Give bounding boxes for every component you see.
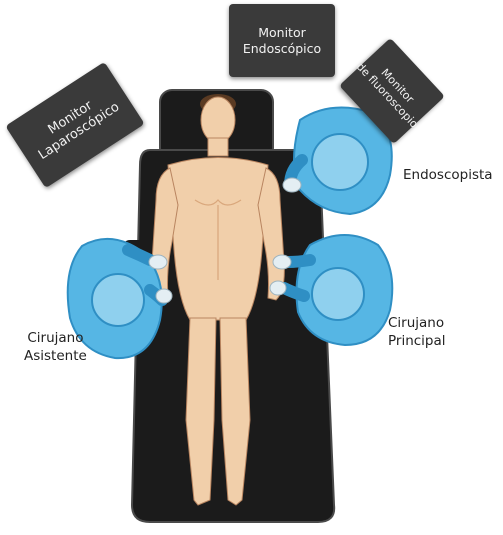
assistant-cap bbox=[91, 273, 145, 327]
patient-leg-left bbox=[185, 317, 217, 506]
patient-torso-lines bbox=[194, 199, 242, 280]
monitor-endoscopic-line2: Endoscópico bbox=[242, 40, 322, 56]
assistant-surgeon-figure bbox=[66, 237, 173, 360]
endoscopist-figure bbox=[282, 106, 393, 216]
principal-cap bbox=[311, 267, 365, 321]
label-endoscopist-text: Endoscopista bbox=[403, 167, 493, 183]
endoscopist-cap bbox=[311, 133, 369, 191]
assistant-glove-lower bbox=[155, 288, 173, 304]
patient-leg-right bbox=[219, 317, 251, 506]
patient-neck bbox=[207, 137, 229, 157]
label-endoscopist: Endoscopista bbox=[403, 167, 493, 185]
principal-surgeon-figure bbox=[269, 234, 394, 347]
endoscopist-glove bbox=[282, 177, 302, 193]
label-assistant-line1: Cirujano bbox=[27, 330, 84, 346]
label-principal-line1: Cirujano bbox=[388, 315, 445, 331]
principal-glove-upper bbox=[272, 254, 292, 270]
principal-arm-lower bbox=[278, 282, 310, 302]
monitor-endoscopic: Monitor Endoscópico bbox=[229, 4, 335, 77]
principal-glove-lower bbox=[269, 280, 287, 296]
monitor-endoscopic-line1: Monitor bbox=[258, 24, 306, 40]
label-assistant-surgeon: Cirujano Asistente bbox=[24, 330, 87, 365]
label-principal-line2: Principal bbox=[388, 332, 446, 349]
label-assistant-line2: Asistente bbox=[24, 347, 87, 364]
label-principal-surgeon: Cirujano Principal bbox=[388, 315, 446, 350]
assistant-arm-upper bbox=[122, 244, 156, 266]
assistant-glove-upper bbox=[148, 254, 168, 270]
patient-head bbox=[200, 96, 236, 144]
